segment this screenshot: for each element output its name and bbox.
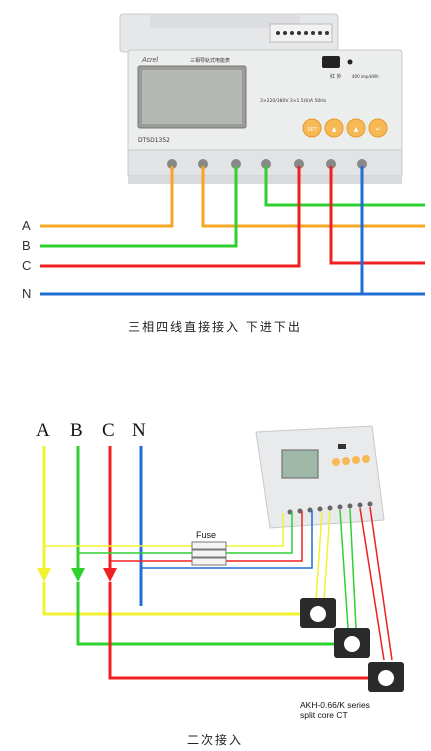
line-labels-1: A B C N (22, 218, 31, 301)
meter-model: DTSD1352 (138, 137, 170, 144)
ct-label-line1: AKH-0.66/K series (300, 700, 370, 710)
wire-c-in (40, 166, 301, 268)
meter-brand: Acrel (141, 57, 158, 64)
fuse-label: Fuse (196, 530, 216, 540)
svg-text:C: C (22, 258, 31, 273)
svg-text:C: C (102, 420, 115, 441)
enter-button (368, 118, 388, 138)
ct-label-line2: split core CT (300, 710, 348, 720)
svg-text:B: B (22, 238, 31, 253)
wire-b-out (264, 166, 425, 207)
svg-text:SET: SET (307, 127, 317, 133)
caption-1: 三相四线直接接入 下进下出 (128, 319, 302, 334)
diagram-ct-connection: Fuse A B C N AKH-0.66/K series split cor… (36, 420, 404, 747)
main-lines-2 (37, 446, 378, 680)
svg-text:A: A (22, 218, 31, 233)
meter-pulse: 红 外 (330, 73, 342, 80)
energy-meter-2 (255, 425, 385, 529)
svg-text:N: N (132, 420, 146, 441)
svg-text:A: A (36, 420, 50, 441)
wire-a-in (40, 166, 174, 228)
wire-b-in (40, 166, 238, 248)
svg-text:▲: ▲ (354, 126, 359, 133)
ct-secondary-wires (315, 506, 393, 661)
meter-pulse-spec: 400 imp/kWh (352, 74, 379, 79)
split-core-cts (300, 598, 404, 692)
svg-text:↵: ↵ (375, 126, 380, 133)
wire-a-out (201, 166, 425, 228)
fuse-block: Fuse (191, 530, 227, 566)
line-labels-2: A B C N (36, 420, 146, 441)
caption-2: 二次接入 (187, 732, 243, 747)
wires-1 (40, 166, 425, 296)
meter-terminals (167, 159, 367, 169)
voltage-taps (44, 510, 313, 569)
wire-c-out (329, 166, 425, 265)
svg-text:B: B (70, 420, 83, 441)
svg-text:▲: ▲ (332, 126, 337, 133)
set-button (302, 118, 322, 138)
meter-spec: 3×220/380V 3×1.5(6)A 50Hz (260, 98, 327, 104)
meter-title: 三相导轨式电能表 (190, 57, 230, 64)
up-button (324, 118, 344, 138)
energy-meter-1: Acrel 三相导轨式电能表 DTSD1352 红 外 400 imp/kWh … (119, 13, 403, 184)
down-button (346, 118, 366, 138)
svg-text:N: N (22, 286, 31, 301)
meter-buttons: SET ▲ ▲ ↵ (302, 118, 388, 138)
diagram-direct-connection: Acrel 三相导轨式电能表 DTSD1352 红 外 400 imp/kWh … (22, 13, 425, 334)
